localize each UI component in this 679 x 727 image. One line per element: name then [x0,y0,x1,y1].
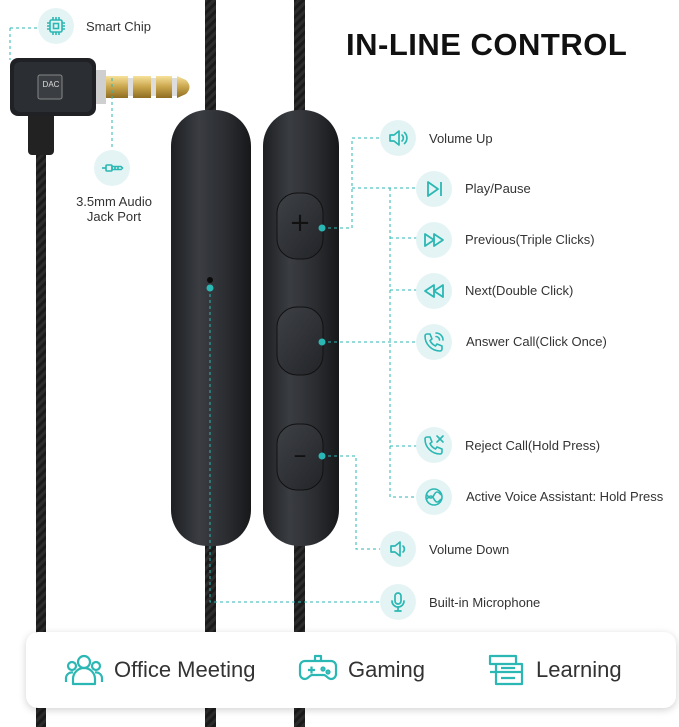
use-case-learning: Learning [486,650,622,690]
gamepad-icon [298,654,338,681]
use-case-label: Gaming [348,657,426,682]
volume-up-icon [389,130,408,146]
microphone-icon [391,592,405,612]
jack-plug-icon [102,164,124,172]
function-label-previous: Previous(Triple Clicks) [465,232,595,247]
callout-lines [9,27,420,603]
function-label-microphone: Built-in Microphone [429,595,541,610]
callout-dots [206,224,326,460]
book-icon [488,654,524,686]
play-pause-icon [427,181,442,197]
page-title: IN-LINE CONTROL [346,27,628,62]
answer-call-icon [424,332,444,352]
next-badge [416,273,452,309]
function-label-volume-down: Volume Down [429,542,510,557]
volume-down-badge [380,531,416,567]
volume-down-icon [390,541,406,557]
remote-minus-button: – [293,440,307,470]
next-icon [424,284,444,298]
function-label-voice-assistant: Active Voice Assistant: Hold Press [466,489,664,504]
remote-control [171,110,339,546]
people-icon [64,654,104,686]
audio-jack-connector [10,58,190,155]
chip-icon [47,17,65,35]
remote-plus-button: + [289,208,311,238]
voice-assistant-badge [416,479,452,515]
volume-up-badge [380,120,416,156]
play-pause-badge [416,171,452,207]
answer-call-badge [416,324,452,360]
reject-call-badge [416,427,452,463]
dac-chip-label: DAC [42,80,60,89]
reject-call-icon [424,435,444,455]
microphone-badge [380,584,416,620]
use-cases-bar: Office Meeting Gaming Learning [26,632,676,708]
smart-chip-badge [38,8,74,44]
function-label-reject-call: Reject Call(Hold Press) [465,438,601,453]
jack-port-label: 3.5mm Audio Jack Port [76,194,152,224]
jack-port-badge [94,150,130,186]
previous-badge [416,222,452,258]
use-case-office-meeting: Office Meeting [64,650,255,690]
smart-chip-label: Smart Chip [86,19,152,34]
function-label-play-pause: Play/Pause [465,181,531,196]
voice-assistant-icon [425,488,443,506]
use-case-gaming: Gaming [298,650,425,690]
function-label-next: Next(Double Click) [465,283,574,298]
function-label-volume-up: Volume Up [429,131,493,146]
previous-icon [424,233,444,247]
function-label-answer-call: Answer Call(Click Once) [466,334,607,349]
use-case-label: Learning [536,657,622,682]
use-case-label: Office Meeting [114,657,256,682]
